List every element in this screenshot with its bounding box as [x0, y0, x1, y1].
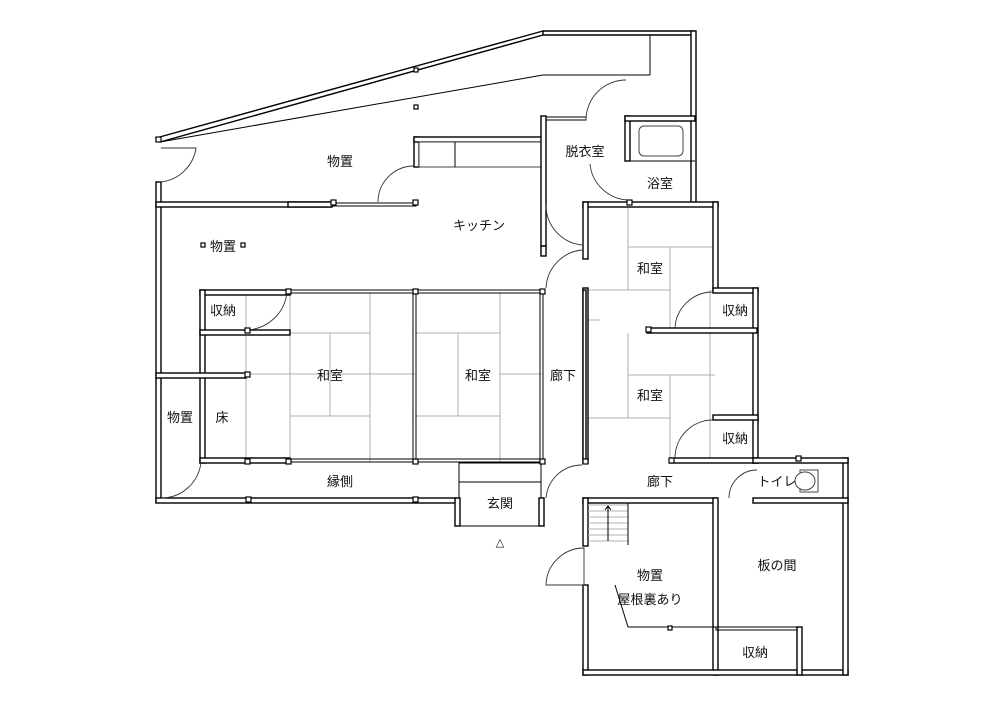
posts: [200, 199, 802, 503]
label-toilet: トイレ: [757, 475, 796, 490]
label-bathroom: 浴室: [647, 176, 673, 192]
label-dressing-room: 脱衣室: [565, 144, 604, 160]
label-washitsu-2: 和室: [465, 368, 491, 384]
label-storage-north: 物置: [327, 155, 353, 170]
label-entrance: 玄関: [487, 497, 513, 512]
label-washitsu-4: 和室: [637, 388, 663, 404]
stairs: [588, 503, 629, 545]
label-storage-west-lower: 物置: [167, 411, 193, 426]
label-closet-west: 収納: [210, 304, 236, 319]
label-storage-south-note: 屋根裏あり: [617, 593, 682, 608]
entrance-marker-icon: △: [496, 536, 505, 549]
door-swings: [160, 79, 758, 586]
label-veranda: 縁側: [327, 474, 353, 490]
tatami-lines: [245, 205, 715, 462]
north-storage-walls: [154, 30, 697, 207]
label-alcove: 床: [215, 411, 228, 426]
label-wooden-room: 板の間: [757, 559, 796, 574]
label-hallway-center: 廊下: [550, 368, 576, 384]
label-closet-east-upper: 収納: [722, 304, 748, 319]
label-closet-east-lower: 収納: [722, 432, 748, 447]
label-storage-south: 物置: [637, 569, 663, 584]
room-labels: 物置 キッチン 脱衣室 浴室 物置 収納 和室 和室 廊下 和室 和室 収納 収…: [167, 144, 797, 661]
label-washitsu-3: 和室: [637, 261, 663, 277]
label-washitsu-1: 和室: [317, 368, 343, 384]
label-hallway-south: 廊下: [647, 474, 673, 490]
label-closet-south: 収納: [742, 646, 768, 661]
walls: [155, 115, 849, 676]
label-storage-west-upper: 物置: [210, 240, 236, 255]
label-kitchen: キッチン: [453, 219, 505, 234]
